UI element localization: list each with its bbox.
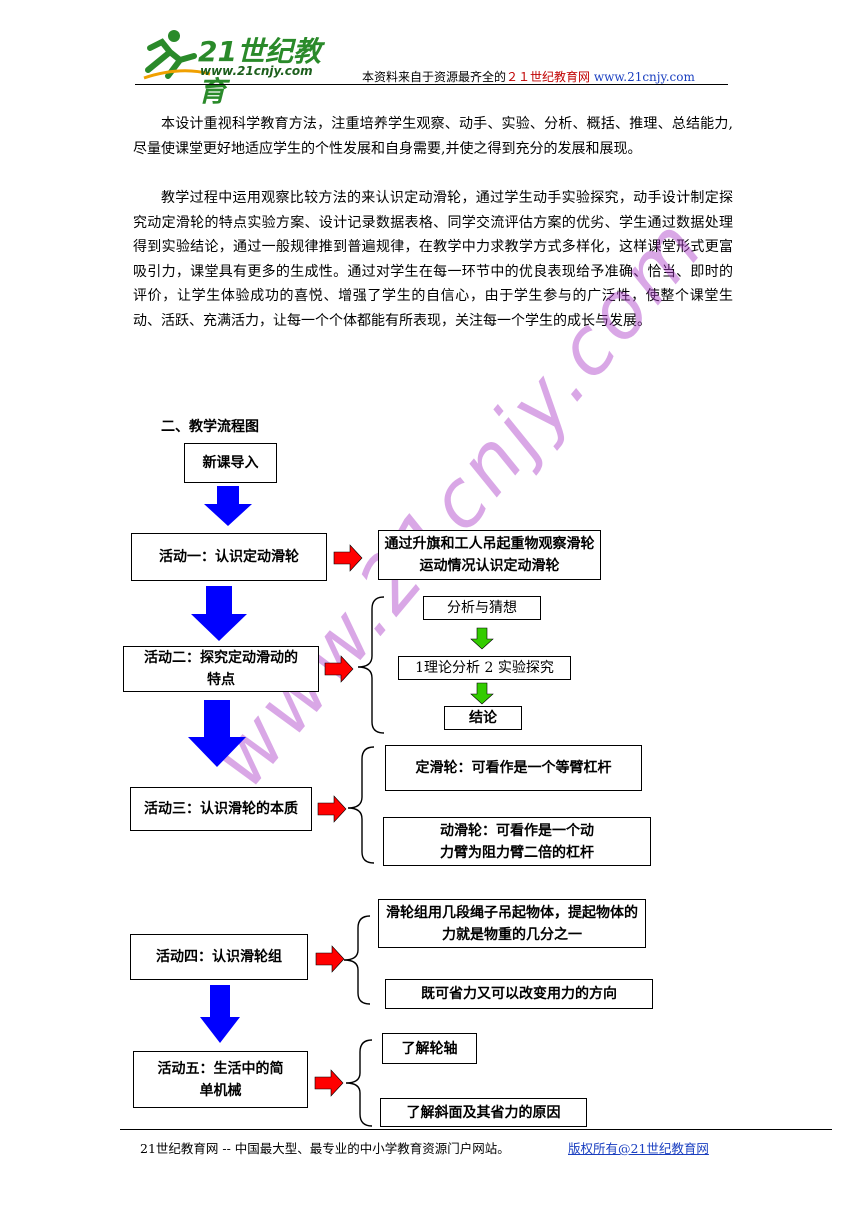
activity-1-box: 活动一：认识定动滑轮 [131, 533, 327, 581]
activity-5-box: 活动五：生活中的简单机械 [133, 1051, 308, 1108]
down-arrow-icon [188, 700, 246, 767]
activity-1-desc-box: 通过升旗和工人吊起重物观察滑轮运动情况认识定动滑轮 [378, 530, 601, 580]
down-arrow-icon [191, 586, 247, 641]
activity-2-step-explore: 1理论分析 2 实验探究 [398, 656, 571, 680]
flow-intro-box: 新课导入 [184, 443, 277, 483]
right-arrow-icon [314, 1069, 344, 1097]
activity-5-incline-box: 了解斜面及其省力的原因 [380, 1098, 587, 1127]
activity-4-pulley-block-box: 滑轮组用几段绳子吊起物体，提起物体的力就是物重的几分之一 [378, 899, 646, 948]
activity-2-step-conclusion: 结论 [444, 706, 522, 730]
footer-copyright-link[interactable]: 版权所有@21世纪教育网 [568, 1141, 709, 1156]
small-down-arrow-icon [470, 682, 494, 705]
paragraph-1-text: 本设计重视科学教育方法，注重培养学生观察、动手、实验、分析、概括、推理、总结能力… [133, 116, 733, 157]
right-arrow-icon [317, 795, 347, 823]
activity-4-box: 活动四：认识滑轮组 [130, 934, 308, 980]
down-arrow-icon [204, 486, 252, 526]
right-arrow-icon [324, 655, 354, 683]
small-down-arrow-icon [470, 627, 494, 650]
paragraph-2-text: 教学过程中运用观察比较方法的来认识定动滑轮，通过学生动手实验探究，动手设计制定探… [133, 190, 733, 329]
header-divider [135, 84, 728, 85]
activity-3-movable-pulley-box: 动滑轮：可看作是一个动力臂为阻力臂二倍的杠杆 [383, 817, 651, 866]
header-note: 本资料来自于资源最齐全的２１世纪教育网 www.21cnjy.com [362, 68, 695, 85]
footer-left: 21世纪教育网 -- 中国最大型、最专业的中小学教育资源门户网站。 [140, 1141, 510, 1156]
logo-runner-icon [143, 30, 211, 80]
right-arrow-icon [315, 945, 345, 973]
header-url-link[interactable]: www.21cnjy.com [593, 70, 695, 84]
logo-url: www.21cnjy.com [200, 64, 313, 78]
header-note-prefix: 本资料来自于资源最齐全的 [362, 70, 507, 84]
activity-4-direction-box: 既可省力又可以改变用力的方向 [385, 979, 653, 1009]
activity-3-fixed-pulley-box: 定滑轮：可看作是一个等臂杠杆 [385, 745, 642, 791]
activity-5-wheel-axle-box: 了解轮轴 [382, 1033, 477, 1064]
activity-2-box: 活动二：探究定动滑动的特点 [123, 646, 319, 692]
down-arrow-icon [200, 985, 240, 1043]
footer-divider [120, 1129, 832, 1130]
header-site-link[interactable]: ２１世纪教育网 [506, 70, 591, 84]
left-brace [347, 746, 375, 864]
section-title: 二、教学流程图 [161, 419, 259, 435]
activity-3-box: 活动三：认识滑轮的本质 [130, 787, 312, 831]
left-brace [345, 1039, 373, 1127]
site-logo: 21世纪教育 www.21cnjy.com [140, 26, 340, 108]
paragraph-1: 本设计重视科学教育方法，注重培养学生观察、动手、实验、分析、概括、推理、总结能力… [133, 112, 733, 161]
right-arrow-icon [333, 544, 363, 572]
left-brace [357, 596, 385, 734]
logo-title: 21世纪教育 [198, 35, 321, 108]
paragraph-2: 教学过程中运用观察比较方法的来认识定动滑轮，通过学生动手实验探究，动手设计制定探… [133, 186, 733, 334]
activity-2-step-analyze: 分析与猜想 [423, 596, 541, 620]
left-brace [343, 915, 371, 1005]
